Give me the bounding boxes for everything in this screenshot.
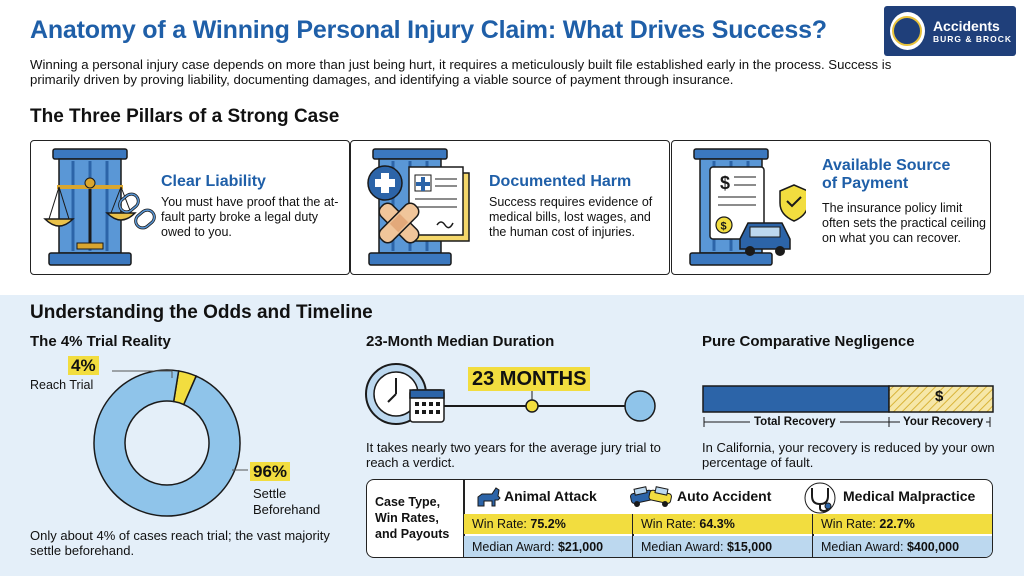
seal-icon: [888, 10, 927, 52]
case-type-table: Case Type, Win Rates, and Payouts Animal…: [366, 479, 993, 558]
table-label: Case Type, Win Rates, and Payouts: [375, 495, 450, 541]
intro-text: Winning a personal injury case depends o…: [30, 57, 892, 87]
case-auto-accident: Auto Accident Win Rate: 64.3% Median Awa…: [630, 480, 813, 557]
duration-badge: 23 MONTHS: [468, 367, 591, 391]
odds-heading: Understanding the Odds and Timeline: [30, 302, 373, 323]
pillar-body-payment: The insurance policy limit often sets th…: [822, 201, 986, 245]
trial-caption: Only about 4% of cases reach trial; the …: [30, 528, 330, 558]
pillar-card-harm: Documented Harm Success requires evidenc…: [350, 140, 670, 275]
pillar-title-harm: Documented Harm: [489, 173, 632, 190]
pillar-card-payment: $ $ Available Source of Payment The insu…: [671, 140, 991, 275]
donut-slice-settle-beforehand: [93, 369, 241, 517]
pillar-title-liability: Clear Liability: [161, 173, 266, 190]
negligence-heading: Pure Comparative Negligence: [702, 333, 915, 350]
scales-of-justice-icon: [43, 148, 156, 266]
negligence-caption: In California, your recovery is reduced …: [702, 440, 995, 470]
settle-label-2: Beforehand: [253, 502, 321, 517]
trial-label: Reach Trial: [30, 378, 94, 392]
pillar-body-harm: Success requires evidence of medical bil…: [489, 195, 653, 239]
pillar-card-liability: Clear Liability You must have proof that…: [30, 140, 350, 275]
duration-heading: 23-Month Median Duration: [366, 333, 555, 350]
pillar-body-liability: You must have proof that the at-fault pa…: [161, 195, 339, 239]
brand-logo[interactable]: Accidents BURG & BROCK: [884, 6, 1016, 56]
settle-label-1: Settle: [253, 486, 287, 501]
stethoscope-icon: [804, 482, 836, 514]
pillar-title-payment: Available Source of Payment: [822, 157, 951, 192]
trial-pct: 4%: [68, 356, 99, 376]
trial-donut-chart: [93, 369, 241, 517]
settle-pct: 96%: [250, 462, 291, 482]
svg-text:$: $: [720, 173, 730, 193]
insurance-payment-icon: $ $: [689, 148, 806, 266]
pillars-heading: The Three Pillars of a Strong Case: [30, 106, 340, 127]
duration-caption: It takes nearly two years for the averag…: [366, 440, 661, 470]
logo-line-2: BURG & BROCK: [932, 34, 1012, 44]
svg-text:$: $: [721, 221, 727, 233]
case-animal-attack: Animal Attack Win Rate: 75.2% Median Awa…: [464, 480, 634, 557]
dollar-icon: $: [935, 388, 944, 405]
case-medical-malpractice: Medical Malpractice Win Rate: 22.7% Medi…: [804, 480, 992, 557]
medical-documents-icon: [367, 148, 470, 266]
timeline-graphic: [365, 363, 656, 425]
logo-line-1: Accidents: [932, 18, 1000, 34]
trial-heading: The 4% Trial Reality: [30, 333, 171, 350]
dog-icon: [477, 487, 501, 507]
negligence-bar: [702, 385, 994, 427]
your-recovery-label: Your Recovery: [900, 416, 987, 428]
page-title: Anatomy of a Winning Personal Injury Cla…: [30, 16, 827, 44]
total-recovery-label: Total Recovery: [750, 416, 840, 428]
car-crash-icon: [630, 486, 672, 507]
